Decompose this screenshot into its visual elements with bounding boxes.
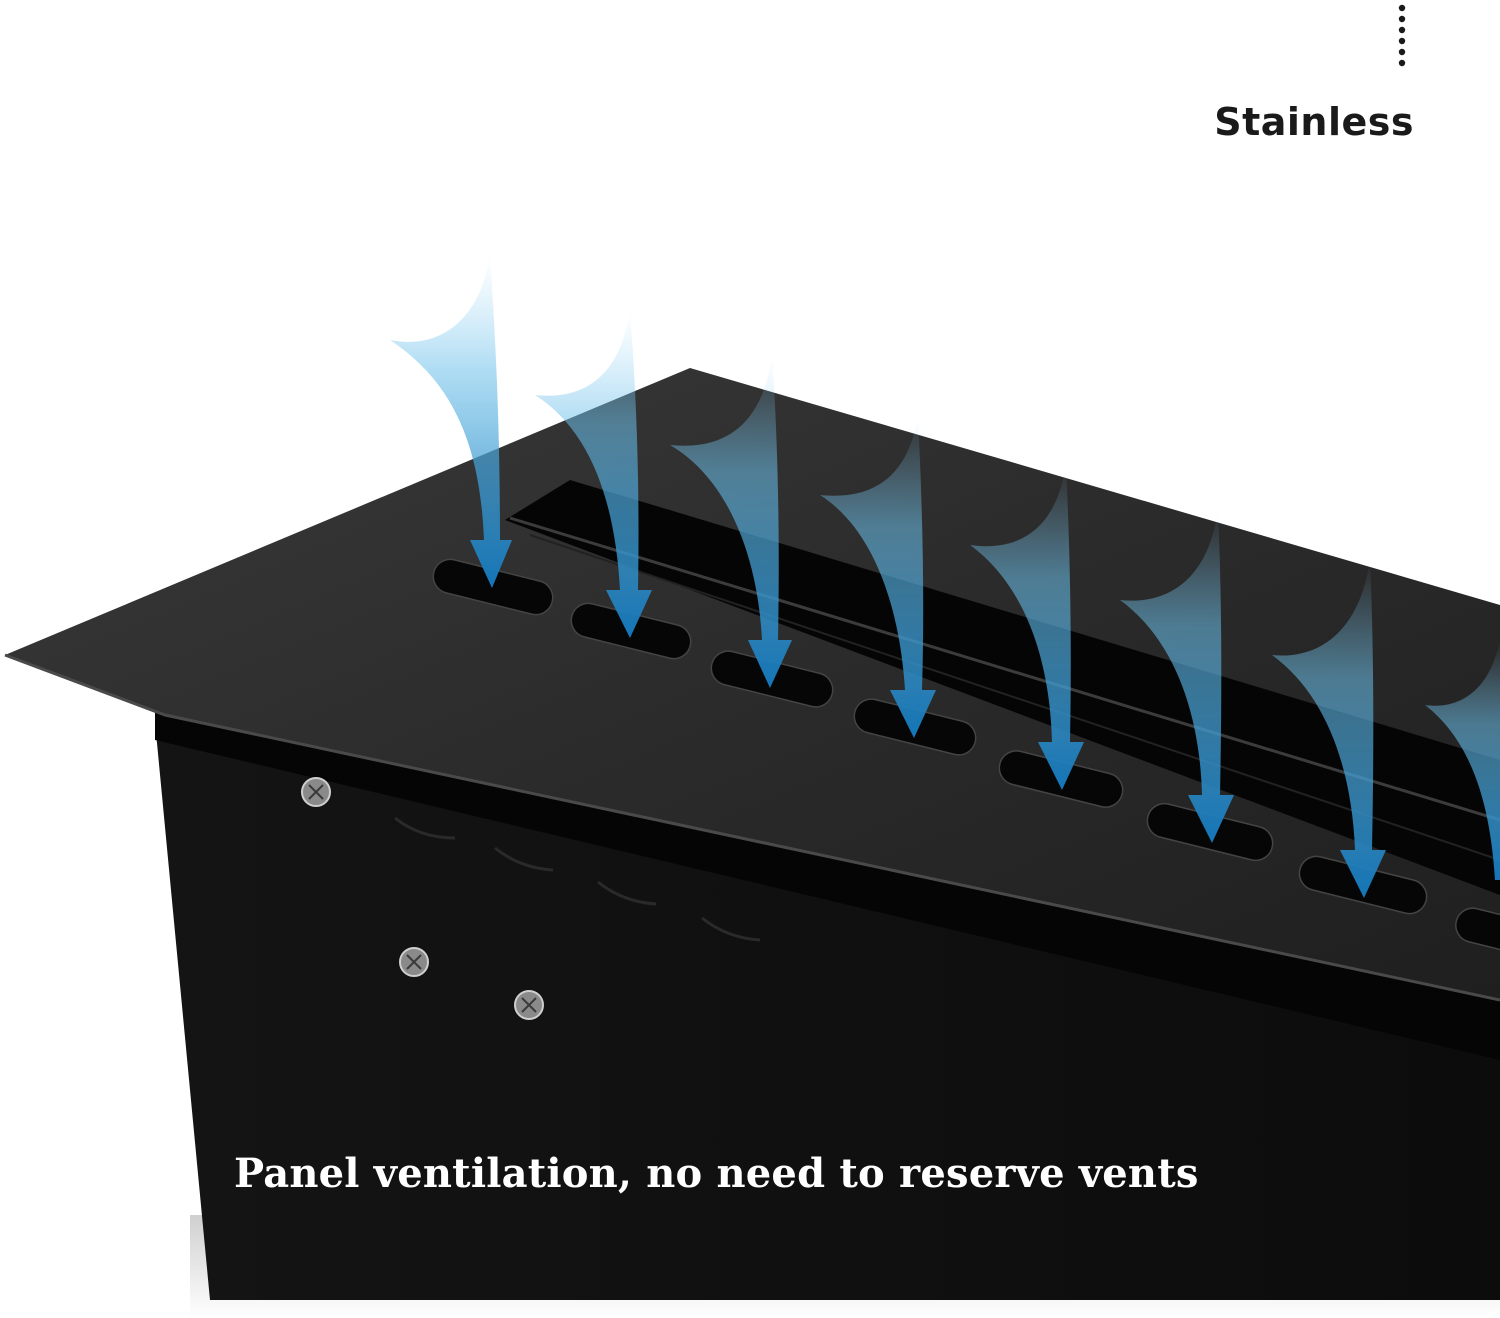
vent-hole	[1455, 907, 1500, 957]
dotted-line-icon	[1398, 4, 1406, 67]
airflow-arrow-icon	[670, 355, 792, 688]
burner-slot	[505, 480, 1500, 895]
airflow-arrow-icon	[1120, 510, 1234, 843]
slot-line	[509, 516, 1500, 822]
airflow-arrow-icon	[1272, 560, 1386, 898]
burner-body	[155, 722, 1500, 1300]
airflow-arrow-icon	[970, 465, 1084, 790]
airflow-arrow-icon	[390, 255, 512, 588]
side-slots	[394, 816, 761, 942]
panel-shadow	[155, 705, 1500, 1060]
airflow-arrow-icon	[535, 310, 652, 638]
panel-edge	[4, 653, 1500, 1002]
material-label: Stainless	[1214, 100, 1414, 144]
caption-text: Panel ventilation, no need to reserve ve…	[234, 1150, 1199, 1197]
slot-line	[529, 534, 1500, 861]
airflow-arrows	[390, 255, 1500, 898]
screw-icon	[301, 777, 331, 807]
airflow-arrow-icon	[1425, 640, 1500, 880]
screw-icon	[514, 990, 544, 1020]
airflow-arrow-icon	[820, 415, 936, 738]
screw-icon	[399, 947, 429, 977]
screws	[301, 777, 544, 1020]
